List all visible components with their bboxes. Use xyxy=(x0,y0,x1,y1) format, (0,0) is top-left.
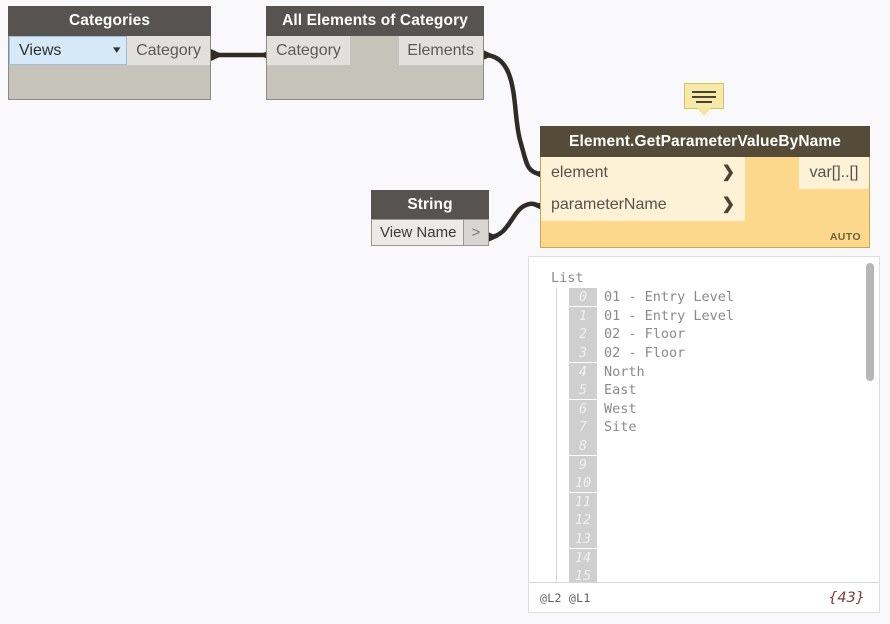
list-item-value: North xyxy=(604,363,645,380)
getparameter-output-port[interactable]: var[]..[] xyxy=(799,157,869,189)
list-item[interactable]: 11 xyxy=(557,492,879,512)
node-categories[interactable]: Categories Views ▾ Category xyxy=(8,6,211,100)
note-bubble-tail xyxy=(697,108,711,116)
list-item-value: 02 - Floor xyxy=(604,345,686,362)
chevron-down-icon: ▾ xyxy=(112,44,121,56)
getparameter-input-label-element: element xyxy=(551,164,608,181)
list-item-value: West xyxy=(604,400,637,417)
list-item[interactable]: 6 West xyxy=(557,399,879,419)
getparameter-input-port-element[interactable]: element ❯ xyxy=(541,157,745,189)
node-all-elements-body: Category Elements xyxy=(266,36,484,100)
node-all-elements-port-row: Category Elements xyxy=(267,36,483,65)
wire-allelements-to-element xyxy=(483,52,541,177)
note-bubble-box xyxy=(684,83,724,109)
watch-list: 0 01 - Entry Level 1 01 - Entry Level 2 02 - … xyxy=(556,288,879,582)
list-item-index: 12 xyxy=(569,511,597,530)
list-item-value: East xyxy=(604,382,637,399)
list-item[interactable]: 5 East xyxy=(557,381,879,400)
list-item-index: 3 xyxy=(569,343,597,363)
node-categories-title: Categories xyxy=(8,6,211,36)
list-item-index: 15 xyxy=(569,567,597,582)
list-item-index: 8 xyxy=(569,436,597,456)
list-item[interactable]: 12 xyxy=(557,511,879,530)
getparameter-row-parametername: parameterName ❯ xyxy=(541,189,869,221)
node-getparameter-title: Element.GetParameterValueByName xyxy=(540,126,870,157)
node-categories-body: Views ▾ Category xyxy=(8,36,211,100)
note-bubble-icon[interactable] xyxy=(684,83,724,116)
list-item[interactable]: 1 01 - Entry Level xyxy=(557,306,879,326)
list-item-index: 0 xyxy=(569,288,597,307)
list-item-value: 01 - Entry Level xyxy=(604,289,735,306)
node-all-elements-title: All Elements of Category xyxy=(266,6,484,36)
list-item-index: 9 xyxy=(569,455,597,474)
list-item[interactable]: 13 xyxy=(557,529,879,549)
list-item[interactable]: 2 02 - Floor xyxy=(557,325,879,344)
node-element-getparametervaluebyname[interactable]: Element.GetParameterValueByName element … xyxy=(540,126,870,248)
list-item[interactable]: 3 02 - Floor xyxy=(557,343,879,363)
list-item[interactable]: 14 xyxy=(557,548,879,567)
list-item-index: 4 xyxy=(569,362,597,381)
wire-arrow-out-categories xyxy=(211,49,224,61)
getparameter-execution-mode-tag: AUTO xyxy=(829,231,861,243)
watch-footer-lacing-label: @L2 @L1 xyxy=(540,590,591,605)
list-item-value: 02 - Floor xyxy=(604,326,686,343)
list-item-value: 01 - Entry Level xyxy=(604,307,735,324)
list-item-index: 11 xyxy=(569,492,597,511)
categories-output-port[interactable]: Category xyxy=(127,36,210,65)
chevron-right-icon: ❯ xyxy=(721,196,735,213)
getparameter-input-label-parametername: parameterName xyxy=(551,196,667,213)
list-item-index: 2 xyxy=(569,325,597,344)
node-string-body: View Name > xyxy=(371,219,489,246)
watch-root-label: List xyxy=(551,270,584,286)
categories-dropdown[interactable]: Views ▾ xyxy=(9,36,128,65)
getparameter-input-port-parametername[interactable]: parameterName ❯ xyxy=(541,189,745,221)
list-item-index: 14 xyxy=(569,548,597,567)
watch-footer-count-badge: {43} xyxy=(828,589,865,606)
string-value-input[interactable]: View Name xyxy=(371,219,464,246)
wire-string-to-parametername xyxy=(488,201,541,240)
list-item-index: 1 xyxy=(569,306,597,325)
node-getparameter-body: element ❯ var[]..[] parameterName ❯ AUTO xyxy=(540,157,870,248)
list-item-index: 7 xyxy=(569,418,597,437)
list-item[interactable]: 7 Site xyxy=(557,418,879,437)
port-spacer xyxy=(350,36,399,65)
node-string-title: String xyxy=(371,190,489,219)
list-item-index: 10 xyxy=(569,474,597,493)
list-item-index: 6 xyxy=(569,399,597,418)
list-item[interactable]: 10 xyxy=(557,474,879,493)
chevron-right-icon: ❯ xyxy=(721,164,735,181)
node-categories-port-row: Views ▾ Category xyxy=(9,36,210,65)
node-all-elements-of-category[interactable]: All Elements of Category Category Elemen… xyxy=(266,6,484,100)
list-item-index: 5 xyxy=(569,381,597,400)
list-item[interactable]: 9 xyxy=(557,455,879,474)
watch-scrollbar-thumb[interactable] xyxy=(866,263,874,381)
list-item[interactable]: 8 xyxy=(557,436,879,456)
categories-dropdown-value: Views xyxy=(19,41,62,59)
all-elements-output-port[interactable]: Elements xyxy=(399,36,483,65)
list-item[interactable]: 15 xyxy=(557,567,879,582)
string-output-port[interactable]: > xyxy=(464,219,489,246)
list-item[interactable]: 4 North xyxy=(557,362,879,381)
all-elements-input-port[interactable]: Category xyxy=(267,36,350,65)
list-item[interactable]: 0 01 - Entry Level xyxy=(557,288,879,307)
list-item-value: Site xyxy=(604,419,637,436)
watch-footer: @L2 @L1 {43} xyxy=(529,582,879,612)
getparameter-row-element: element ❯ var[]..[] xyxy=(541,157,869,189)
list-item-index: 13 xyxy=(569,529,597,549)
note-bubble-lines xyxy=(685,84,723,103)
node-string[interactable]: String View Name > xyxy=(371,190,489,246)
